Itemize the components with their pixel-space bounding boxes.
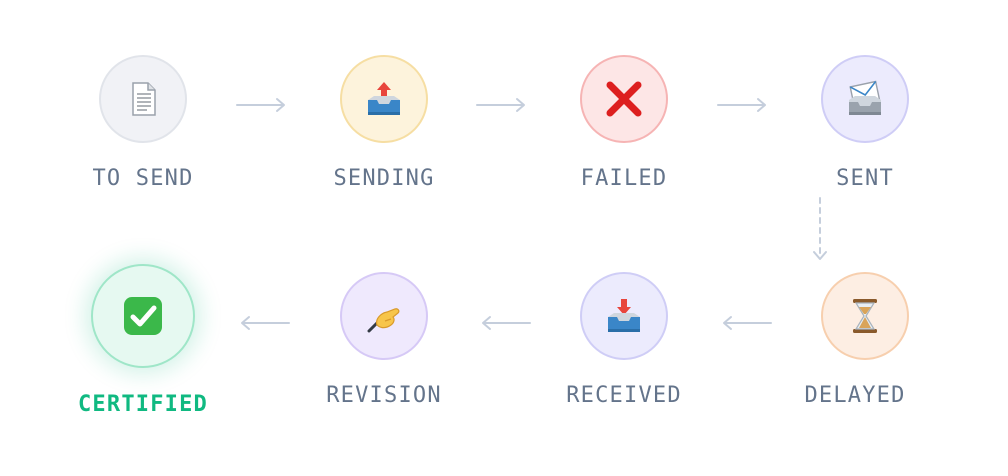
to-send-label: TO SEND bbox=[92, 166, 194, 191]
document-icon bbox=[132, 82, 156, 116]
check-box-icon bbox=[124, 297, 162, 335]
writing-hand-icon bbox=[367, 308, 400, 333]
arrow-received-to-revision bbox=[482, 316, 531, 330]
arrow-delayed-to-received bbox=[723, 316, 772, 330]
delayed-node bbox=[821, 272, 909, 360]
certified-label: CERTIFIED bbox=[77, 392, 208, 417]
sent-label: SENT bbox=[836, 166, 894, 191]
inbox-tray-icon bbox=[608, 299, 640, 332]
delayed-label: DELAYED bbox=[804, 383, 906, 408]
arrow-sent-to-delayed bbox=[813, 197, 827, 260]
received-label: RECEIVED bbox=[566, 383, 682, 408]
cross-mark-icon bbox=[606, 81, 642, 117]
arrow-sending-to-failed bbox=[476, 98, 525, 112]
revision-label: REVISION bbox=[326, 383, 442, 408]
revision-node bbox=[340, 272, 428, 360]
envelope-tray-icon bbox=[849, 80, 881, 115]
arrow-to-send-to-sending bbox=[236, 98, 285, 112]
arrow-failed-to-sent bbox=[717, 98, 766, 112]
sending-node bbox=[340, 55, 428, 143]
received-node bbox=[580, 272, 668, 360]
arrow-revision-to-certified bbox=[241, 316, 290, 330]
failed-label: FAILED bbox=[580, 166, 668, 191]
sent-node bbox=[821, 55, 909, 143]
sending-label: SENDING bbox=[333, 166, 435, 191]
to-send-node bbox=[99, 55, 187, 143]
hourglass-icon bbox=[853, 299, 877, 333]
outbox-tray-icon bbox=[368, 82, 400, 115]
certified-node bbox=[91, 264, 195, 368]
failed-node bbox=[580, 55, 668, 143]
